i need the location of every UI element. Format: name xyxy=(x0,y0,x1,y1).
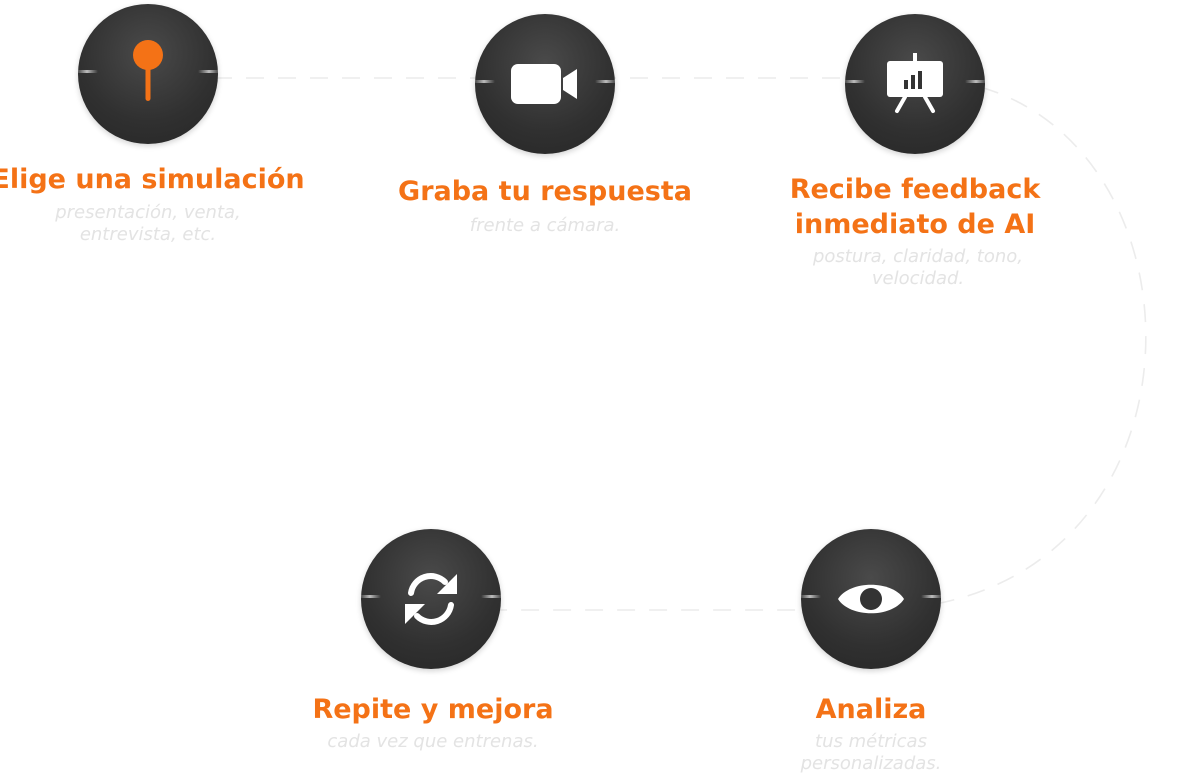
map-pin-icon xyxy=(133,40,163,101)
step-title: Elige una simulación xyxy=(0,164,305,195)
step-description: cada vez que entrenas. xyxy=(327,731,539,752)
step-title: Graba tu respuesta xyxy=(398,176,692,207)
step-title: Repite y mejora xyxy=(312,694,554,725)
step-description: presentación, venta, entrevista, etc. xyxy=(55,202,241,245)
step-description: tus métricas personalizadas. xyxy=(800,731,942,774)
step-title: Recibe feedback inmediato de AI xyxy=(789,174,1041,240)
step-icon-circle xyxy=(801,529,941,669)
step-icon-circle xyxy=(475,14,615,154)
step-icon-circle xyxy=(361,529,501,669)
video-camera-icon xyxy=(511,64,577,104)
refresh-icon xyxy=(405,573,457,625)
step-description: frente a cámara. xyxy=(469,215,621,236)
step-title: Analiza xyxy=(815,694,927,725)
step-icon-circle xyxy=(78,4,218,144)
step-description: postura, claridad, tono, velocidad. xyxy=(812,246,1024,289)
step-icon-circle xyxy=(845,14,985,154)
eye-icon xyxy=(838,584,904,614)
presentation-chart-icon xyxy=(887,53,943,113)
